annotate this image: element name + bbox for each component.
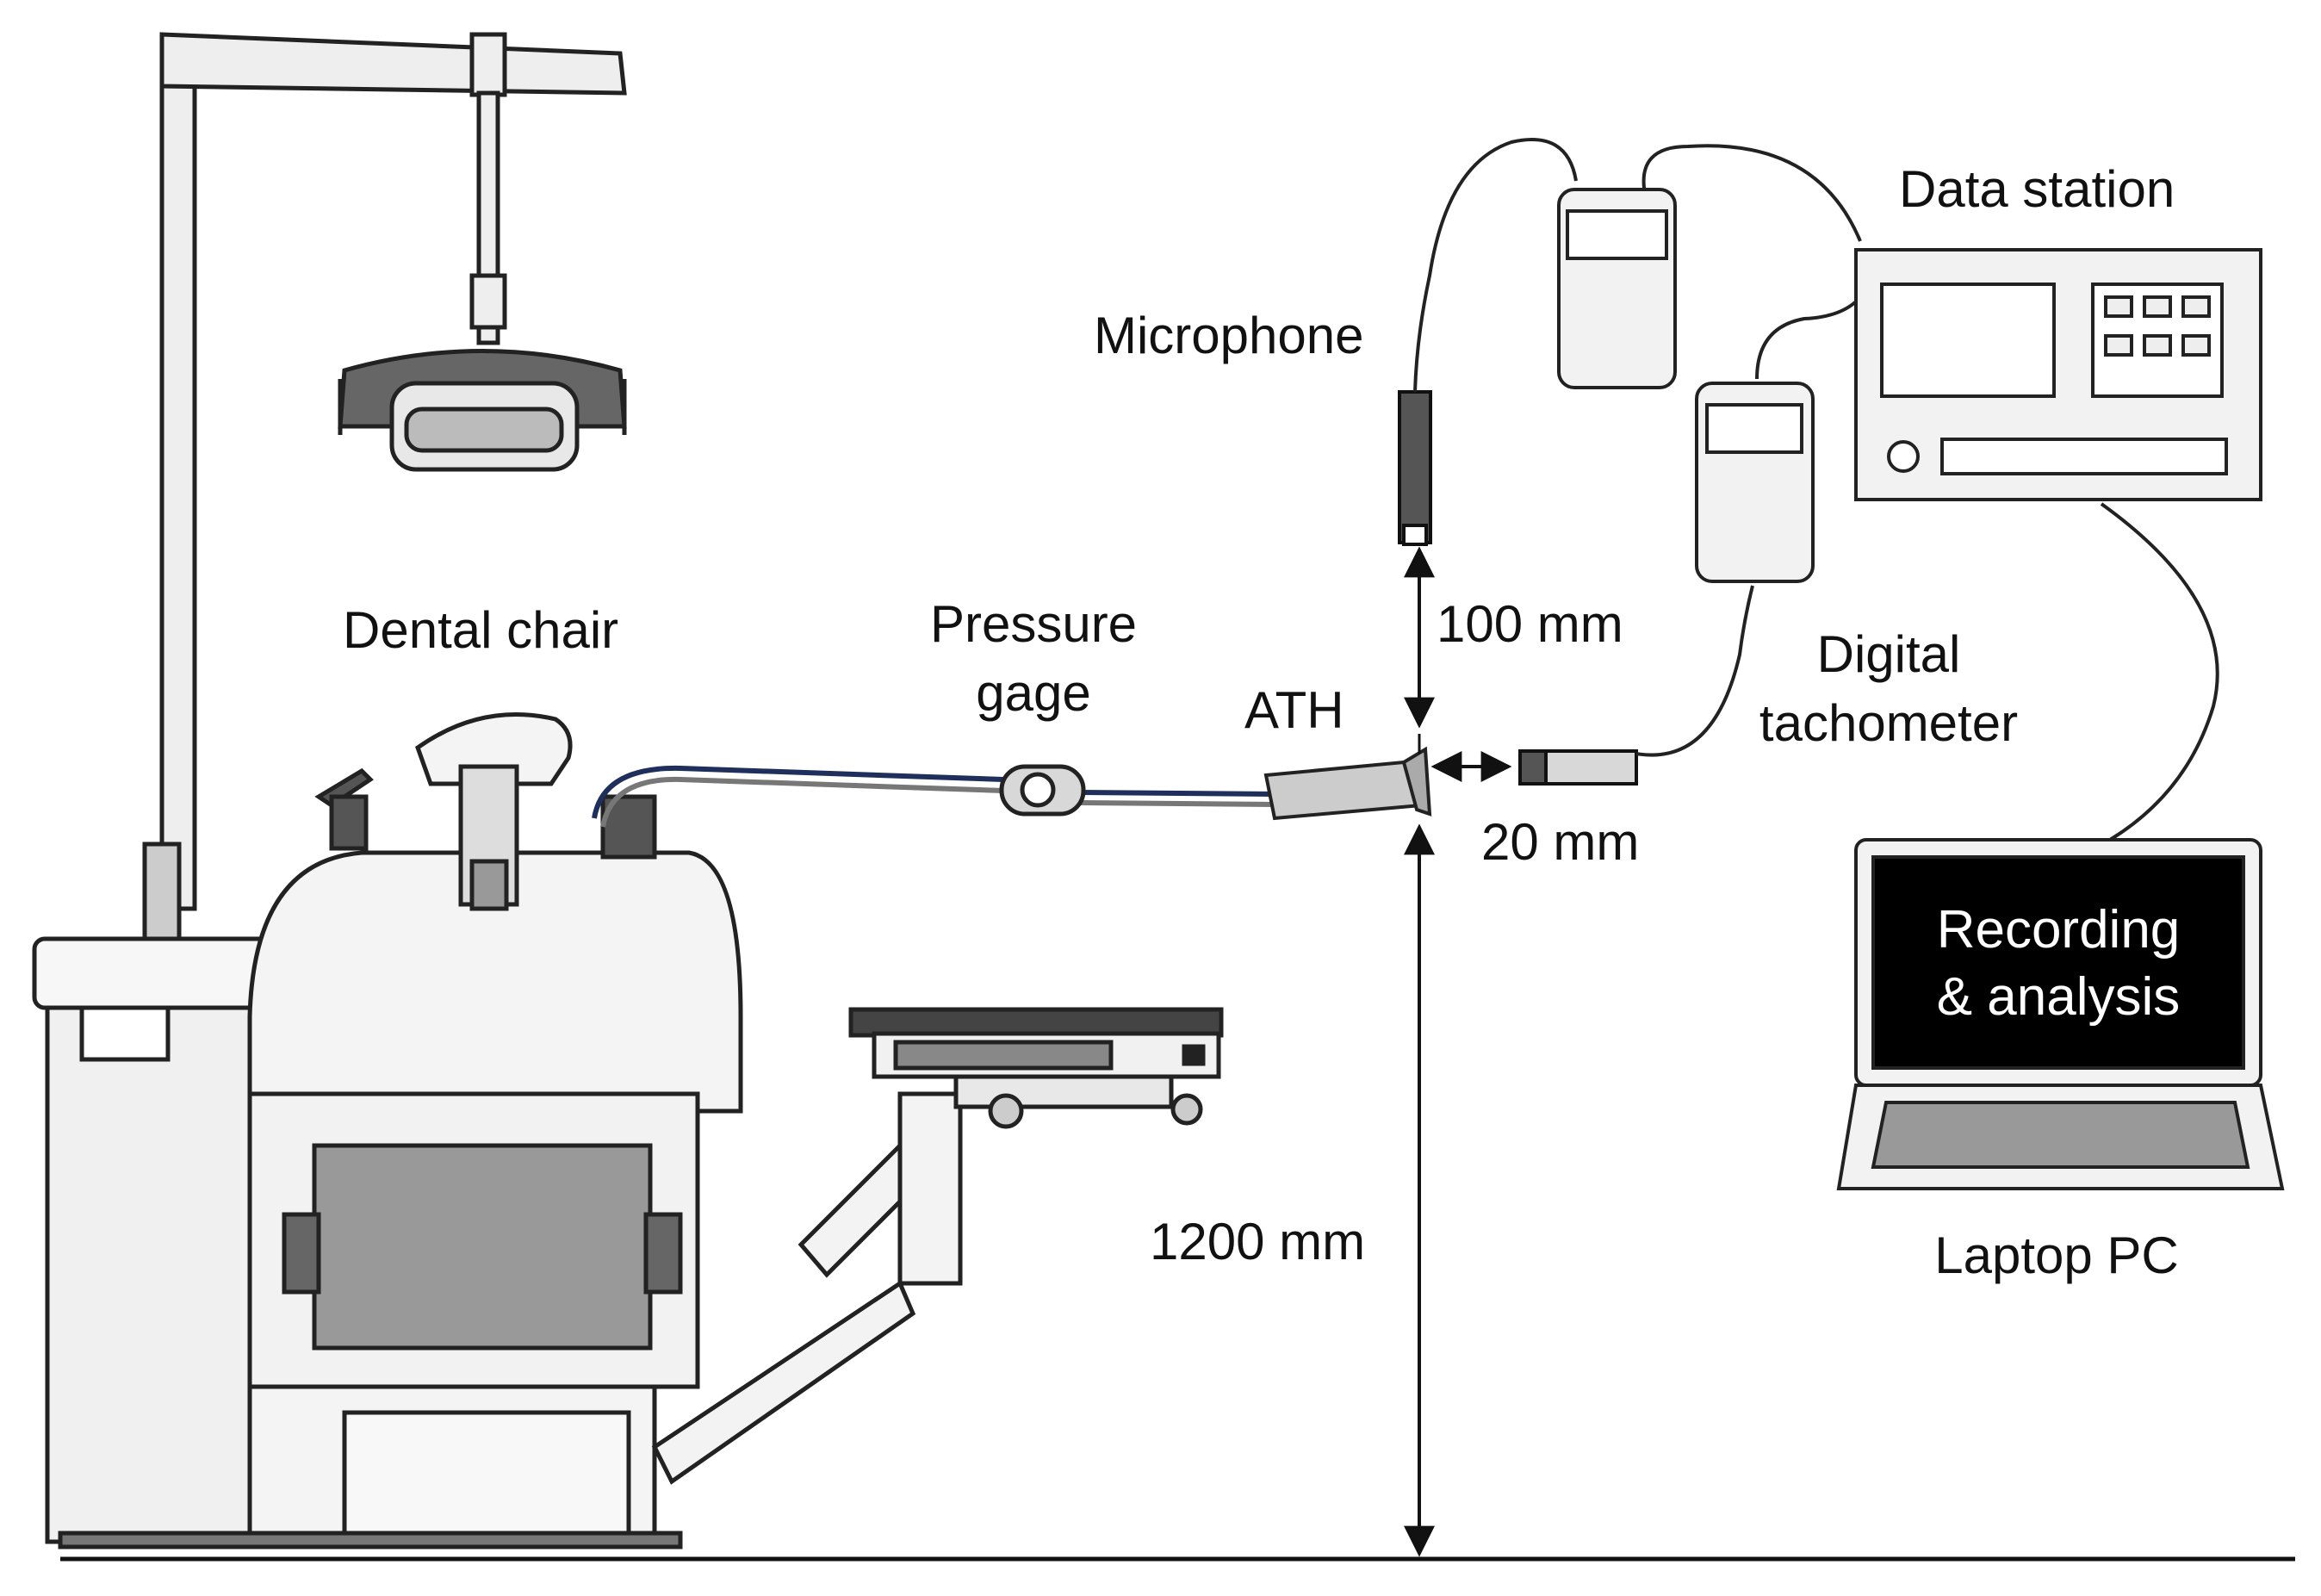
data-station-label: Data station — [1899, 160, 2175, 218]
air-hose — [592, 765, 1275, 828]
microphone — [1398, 390, 1432, 546]
data-station — [1854, 248, 2262, 501]
microphone-label: Microphone — [1094, 307, 1364, 364]
tachometer-unit — [1695, 382, 1815, 583]
ath-label: ATH — [1244, 681, 1344, 739]
light-arm-joint — [469, 32, 507, 97]
instrument-tray — [848, 1007, 1224, 1129]
laptop-screen — [1871, 855, 2245, 1070]
laptop-screen-line2: & analysis — [1937, 967, 2181, 1027]
pressure-gage — [999, 764, 1086, 817]
digital-tachometer-label-line2: tachometer — [1759, 694, 2018, 752]
dental-chair-label: Dental chair — [343, 601, 618, 659]
laptop-pc — [1836, 838, 2285, 1190]
chair-cushion — [312, 1143, 653, 1351]
light-arm — [159, 32, 627, 96]
digital-tachometer-label-line1: Digital — [1817, 625, 1961, 683]
tacho-distance-label: 20 mm — [1481, 813, 1639, 871]
dental-chair — [32, 32, 1224, 1549]
operating-light — [338, 349, 627, 472]
light-pole — [159, 79, 197, 911]
laptop-screen-line1: Recording — [1937, 900, 2181, 959]
tachometer-sensor — [1518, 749, 1638, 786]
pressure-gage-label-line2: gage — [976, 664, 1090, 722]
chair-backrest — [247, 850, 743, 1114]
floor-distance-label: 1200 mm — [1150, 1213, 1365, 1270]
instrument-arm — [651, 1280, 916, 1485]
chair-headrest — [415, 712, 573, 786]
pressure-gage-label-line1: Pressure — [930, 595, 1137, 653]
microphone-analyzer — [1557, 188, 1677, 389]
laptop-pc-label: Laptop PC — [1934, 1226, 2179, 1284]
signal-cables — [1413, 138, 2219, 841]
mic-distance-label: 100 mm — [1437, 595, 1623, 653]
ath-handpiece — [1263, 746, 1432, 821]
